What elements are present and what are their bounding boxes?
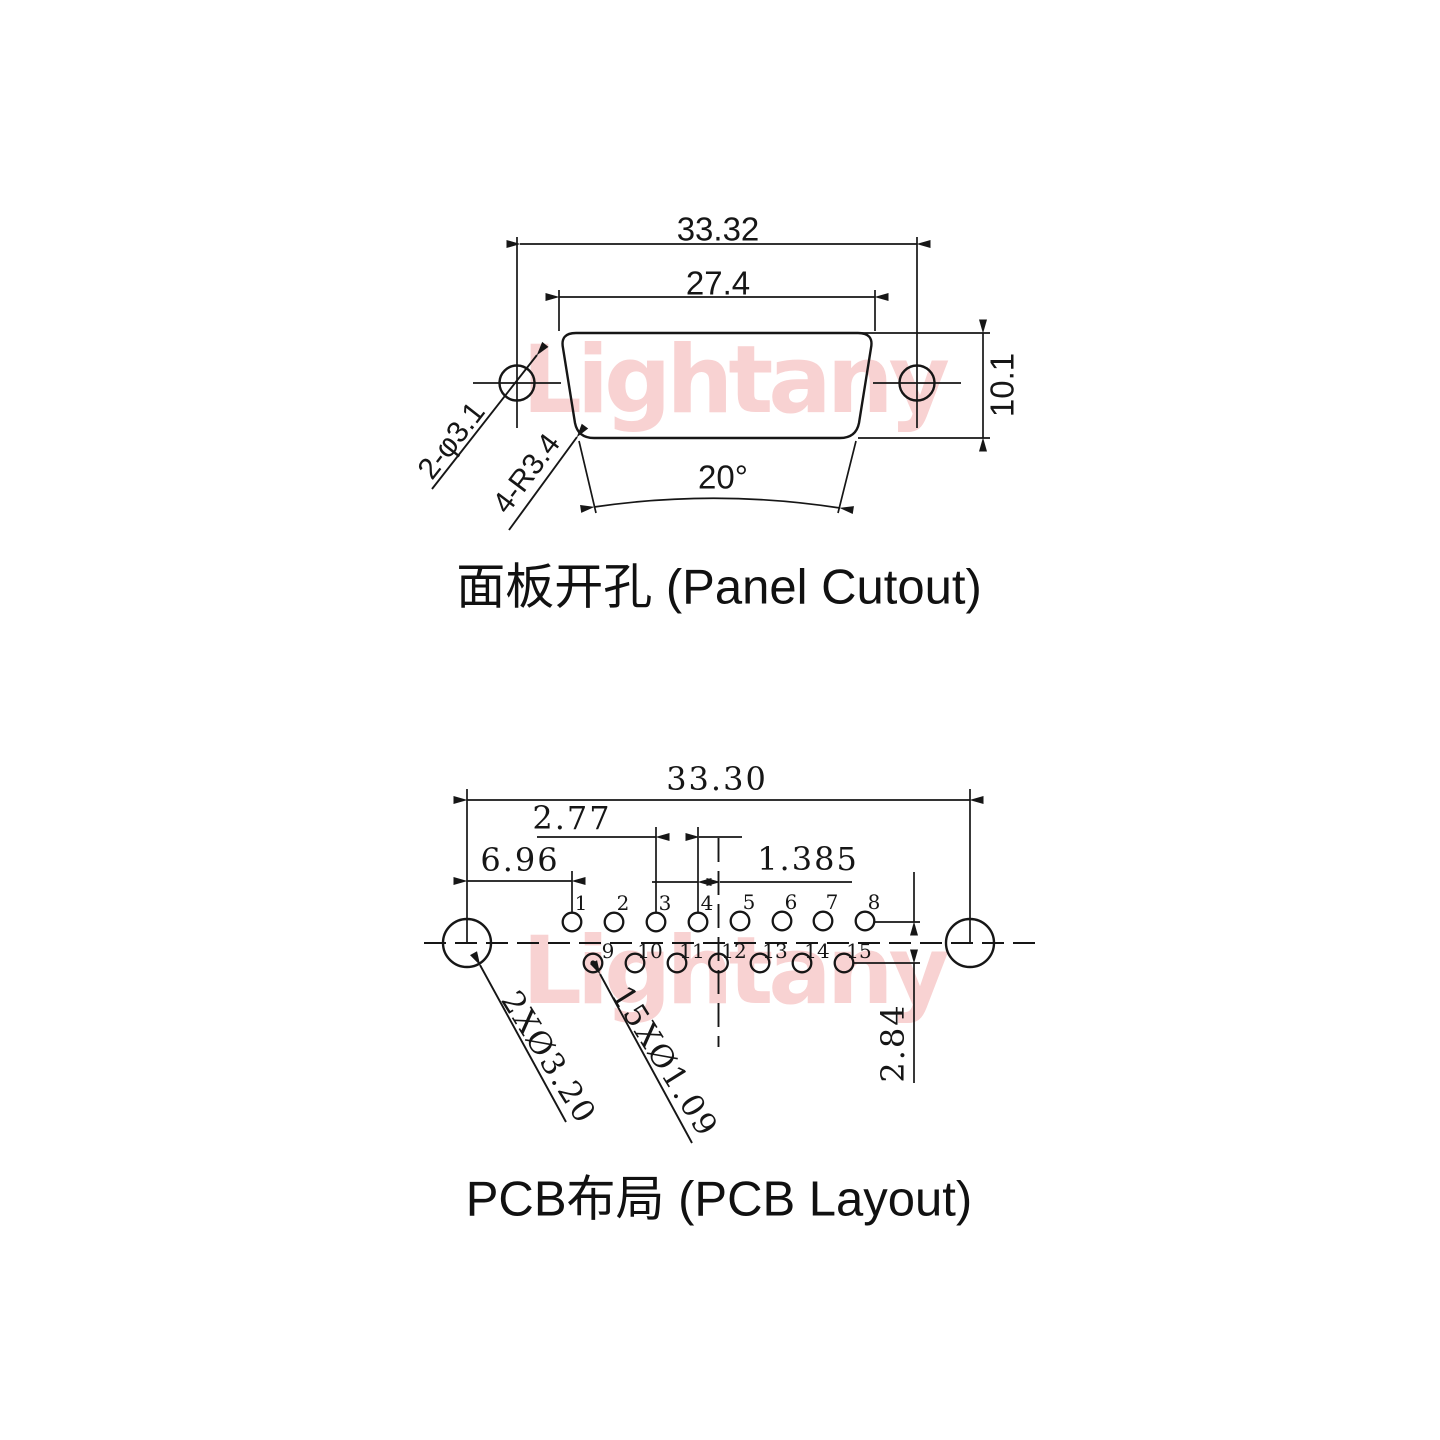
pcb-leader-mount-holes (470, 951, 567, 1123)
pin-label-8: 8 (867, 890, 881, 914)
pin-label-3: 3 (658, 891, 672, 915)
pcb-mount-hole-left (441, 917, 493, 969)
pcb-dim-6-96 (453, 871, 586, 913)
panel-mount-hole-left (473, 364, 561, 402)
pin-label-2: 2 (616, 891, 630, 915)
panel-dim-20deg (578, 440, 857, 515)
pin-label-11: 11 (679, 939, 705, 963)
pin-label-12: 12 (721, 939, 747, 963)
pin-label-15: 15 (846, 939, 872, 963)
pcb-leader-pin-holes (590, 960, 693, 1144)
pin-label-10: 10 (637, 939, 663, 963)
pcb-layout-title: PCB布局 (PCB Layout) (465, 1172, 973, 1227)
pcb-dim-2-77 (537, 827, 742, 913)
panel-dim-angle-label: 20° (698, 458, 748, 496)
panel-leader-corner-radius (508, 423, 589, 531)
panel-leader-mount-holes (431, 341, 549, 490)
pin-label-6: 6 (784, 890, 798, 914)
pcb-dim-row-spacing-label: 2.84 (874, 1003, 912, 1083)
pin-label-7: 7 (825, 890, 839, 914)
pin-label-1: 1 (574, 891, 588, 915)
pin-label-5: 5 (742, 890, 756, 914)
panel-dim-27-4 (545, 290, 889, 331)
pcb-mount-hole-right (944, 917, 996, 969)
pcb-pins-top-row (561, 910, 876, 933)
pcb-dim-pitch-label: 2.77 (532, 799, 612, 837)
panel-dim-height-label: 10.1 (983, 352, 1021, 418)
panel-dim-10-1 (858, 319, 990, 452)
pin9-center-dot (590, 960, 596, 966)
panel-cutout-outline (561, 331, 873, 440)
pin-label-13: 13 (762, 939, 788, 963)
pcb-dim-half-pitch-label: 1.385 (757, 840, 859, 878)
pin-label-9: 9 (601, 939, 615, 963)
pin-label-4: 4 (700, 891, 714, 915)
panel-dim-inner-width-label: 27.4 (685, 264, 751, 302)
pcb-layout-drawing (424, 789, 1040, 1144)
panel-cutout-title: 面板开孔 (Panel Cutout) (456, 560, 982, 615)
watermark-top: Lightany (522, 326, 950, 435)
panel-dim-outer-width-label: 33.32 (676, 210, 760, 248)
pcb-dim-first-pin-label: 6.96 (480, 841, 560, 879)
pin-label-14: 14 (804, 939, 830, 963)
pcb-dim-overall-width-label: 33.30 (666, 760, 768, 798)
panel-cutout-drawing (431, 237, 990, 531)
panel-mount-hole-right (873, 364, 961, 402)
pcb-dim-33-30 (453, 789, 984, 943)
pcb-dim-2-84 (853, 872, 920, 1083)
